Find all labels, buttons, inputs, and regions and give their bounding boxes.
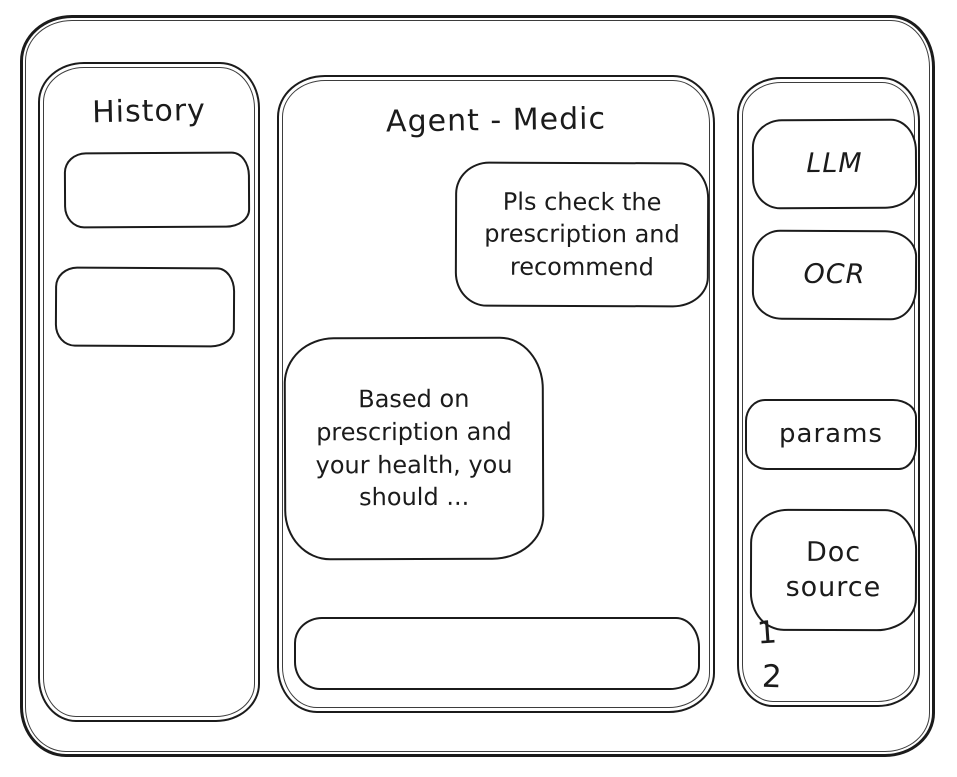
history-title: History — [91, 92, 207, 131]
user-message-text: Pls check the prescription and recommend — [484, 187, 680, 282]
params-button[interactable]: params — [745, 399, 917, 470]
doc-source-button[interactable]: Doc source — [749, 508, 918, 632]
llm-button[interactable]: LLM — [751, 118, 918, 210]
doc-source-item-2[interactable]: 2 — [761, 658, 783, 696]
chat-panel: Agent - Medic Pls check the prescription… — [277, 75, 715, 713]
history-sidebar: History — [38, 62, 260, 722]
agent-message-bubble: Based on prescription and your health, y… — [283, 336, 545, 561]
chat-input[interactable] — [294, 617, 700, 690]
user-message-bubble: Pls check the prescription and recommend — [454, 161, 710, 308]
tools-sidebar: LLM OCR params Doc source 1 2 — [737, 77, 920, 707]
ocr-button[interactable]: OCR — [751, 229, 918, 321]
agent-message-text: Based on prescription and your health, y… — [315, 385, 513, 512]
history-item[interactable] — [63, 151, 251, 229]
doc-source-item-1[interactable]: 1 — [755, 614, 778, 652]
history-item[interactable] — [54, 266, 236, 348]
chat-title: Agent - Medic — [385, 101, 607, 140]
